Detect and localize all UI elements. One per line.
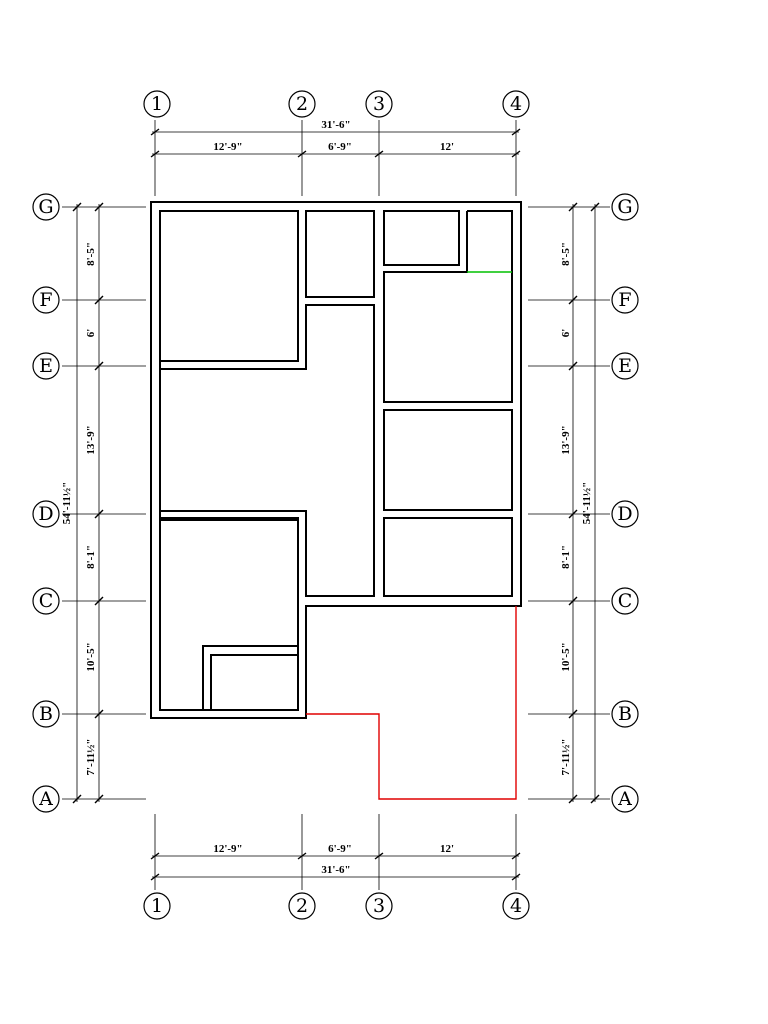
row-bubble-e-left: E <box>32 352 60 380</box>
column-bubble-1: 1 <box>143 90 171 118</box>
svg-text:C: C <box>618 590 633 612</box>
svg-text:1: 1 <box>151 895 163 917</box>
svg-text:E: E <box>618 355 632 377</box>
row-bubble-g-left: G <box>32 193 60 221</box>
row-b-a-label: 7'-11½" <box>85 739 97 776</box>
extension-outline <box>306 606 517 800</box>
right-overall-depth-label: 54'-11½" <box>581 482 593 524</box>
overall-width-label: 31'-6" <box>321 119 350 131</box>
row-bubble-d-left: D <box>32 500 60 528</box>
room-right-lower <box>383 517 513 597</box>
building-outline <box>150 201 522 719</box>
row-bubbles-right: G F E D C B A <box>611 193 639 813</box>
svg-text:B: B <box>618 703 632 725</box>
column-bubbles-bottom: 1 2 3 4 <box>143 892 530 920</box>
room-right-middle <box>383 409 513 511</box>
row-bubble-a-left: A <box>32 785 60 813</box>
right-row-e-d-label: 13'-9" <box>560 425 572 454</box>
right-row-b-a-label: 7'-11½" <box>560 739 572 776</box>
svg-text:E: E <box>39 355 53 377</box>
row-g-f-label: 8'-5" <box>85 242 97 266</box>
svg-text:3: 3 <box>373 895 385 917</box>
bay-3-4-label: 12' <box>440 141 454 153</box>
column-bubble-3: 3 <box>365 90 393 118</box>
row-bubble-b-left: B <box>32 700 60 728</box>
column-bubble-3-bottom: 3 <box>365 892 393 920</box>
svg-text:1: 1 <box>151 93 163 115</box>
svg-text:4: 4 <box>510 895 522 917</box>
right-row-f-e-label: 6' <box>560 329 572 338</box>
bottom-bay-3-4-label: 12' <box>440 843 454 855</box>
svg-text:G: G <box>617 196 632 218</box>
bottom-bay-2-3-label: 6'-9" <box>328 843 352 855</box>
svg-text:B: B <box>39 703 53 725</box>
column-bubble-4-bottom: 4 <box>502 892 530 920</box>
bottom-bay-1-2-label: 12'-9" <box>213 843 242 855</box>
row-bubble-c-right: C <box>611 587 639 615</box>
svg-text:3: 3 <box>373 93 385 115</box>
rooms <box>159 210 513 711</box>
row-d-c-label: 8'-1" <box>85 545 97 569</box>
row-bubble-d-right: D <box>611 500 639 528</box>
right-row-g-f-label: 8'-5" <box>560 242 572 266</box>
room-top-left <box>159 210 299 362</box>
bottom-overall-width-label: 31'-6" <box>321 864 350 876</box>
bay-1-2-label: 12'-9" <box>213 141 242 153</box>
room-right-upper <box>383 211 513 403</box>
row-bubble-g-right: G <box>611 193 639 221</box>
svg-text:2: 2 <box>296 93 308 115</box>
column-bubble-1-bottom: 1 <box>143 892 171 920</box>
bay-2-3-label: 6'-9" <box>328 141 352 153</box>
svg-text:D: D <box>617 503 632 525</box>
column-bubble-2: 2 <box>288 90 316 118</box>
svg-text:G: G <box>38 196 53 218</box>
svg-text:D: D <box>38 503 53 525</box>
row-bubble-b-right: B <box>611 700 639 728</box>
column-bubbles-top: 1 2 3 4 <box>143 90 530 118</box>
row-c-b-label: 10'-5" <box>85 642 97 671</box>
room-top-middle <box>305 210 375 298</box>
row-bubbles-left: G F E D C B A <box>32 193 60 813</box>
bottom-dimension-chain: 12'-9" 6'-9" 12' 31'-6" <box>150 843 521 881</box>
row-grid-lines-left <box>62 206 146 800</box>
row-f-e-label: 6' <box>85 329 97 338</box>
room-center-hall <box>159 304 375 597</box>
row-bubble-e-right: E <box>611 352 639 380</box>
left-dimension-chain: 8'-5" 6' 13'-9" 8'-1" 10'-5" 7'-11½" 54'… <box>61 202 104 804</box>
right-row-c-b-label: 10'-5" <box>560 642 572 671</box>
svg-text:F: F <box>618 289 631 311</box>
svg-text:4: 4 <box>510 93 522 115</box>
svg-text:2: 2 <box>296 895 308 917</box>
row-bubble-a-right: A <box>611 785 639 813</box>
row-bubble-f-right: F <box>611 286 639 314</box>
svg-text:F: F <box>39 289 52 311</box>
column-grid-lines-top <box>154 120 517 196</box>
row-e-d-label: 13'-9" <box>85 425 97 454</box>
overall-depth-label: 54'-11½" <box>61 482 73 524</box>
row-bubble-c-left: C <box>32 587 60 615</box>
top-dimension-chain: 31'-6" 12'-9" 6'-9" 12' <box>150 119 521 158</box>
column-bubble-4: 4 <box>502 90 530 118</box>
row-grid-lines-right <box>528 206 610 800</box>
room-bottom-left <box>159 517 299 711</box>
room-top-right-corner <box>467 210 513 272</box>
row-bubble-f-left: F <box>32 286 60 314</box>
svg-text:C: C <box>39 590 54 612</box>
right-dimension-chain: 8'-5" 6' 13'-9" 8'-1" 10'-5" 7'-11½" 54'… <box>560 202 600 804</box>
room-bottom-small <box>210 654 299 711</box>
svg-text:A: A <box>617 788 632 810</box>
room-top-right-small <box>383 210 460 266</box>
svg-text:A: A <box>38 788 53 810</box>
right-row-d-c-label: 8'-1" <box>560 545 572 569</box>
column-bubble-2-bottom: 2 <box>288 892 316 920</box>
